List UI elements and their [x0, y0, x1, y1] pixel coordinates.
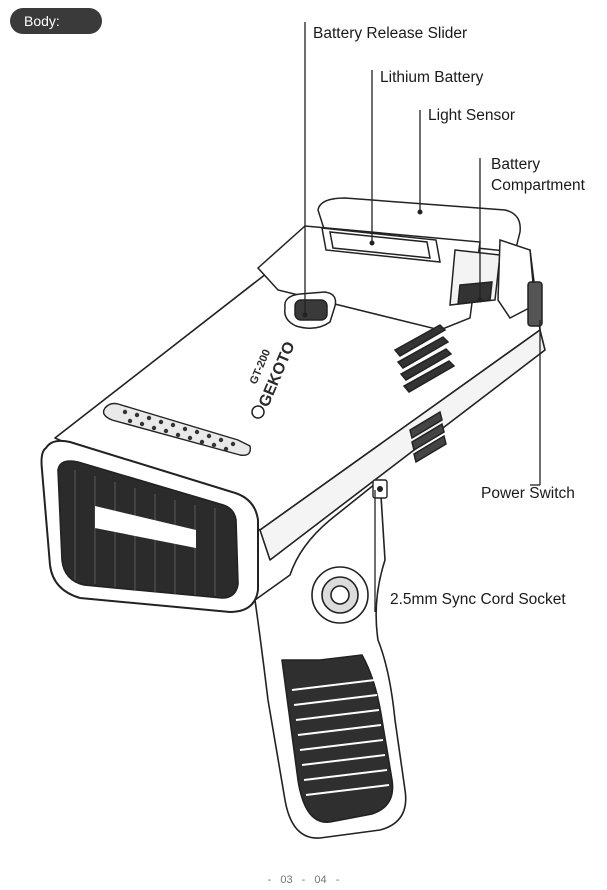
lithium-battery-label: Lithium Battery: [380, 69, 484, 86]
footer-dash-left: -: [267, 874, 272, 886]
footer-dash-mid: -: [301, 874, 306, 886]
page-number-right: 04: [314, 874, 327, 886]
light-sensor-label: Light Sensor: [428, 107, 516, 124]
battery-compartment-label-line1: Battery: [491, 156, 541, 173]
section-badge: Body:: [10, 8, 102, 34]
page-footer: - 03 - 04 -: [0, 874, 607, 886]
footer-dash-right: -: [335, 874, 340, 886]
sync-cord-socket-label: 2.5mm Sync Cord Socket: [390, 591, 566, 608]
power-switch-label: Power Switch: [481, 485, 575, 502]
battery-release-slider-label: Battery Release Slider: [313, 25, 468, 42]
battery-compartment-label-line2: Compartment: [491, 177, 585, 194]
page-number-left: 03: [280, 874, 293, 886]
